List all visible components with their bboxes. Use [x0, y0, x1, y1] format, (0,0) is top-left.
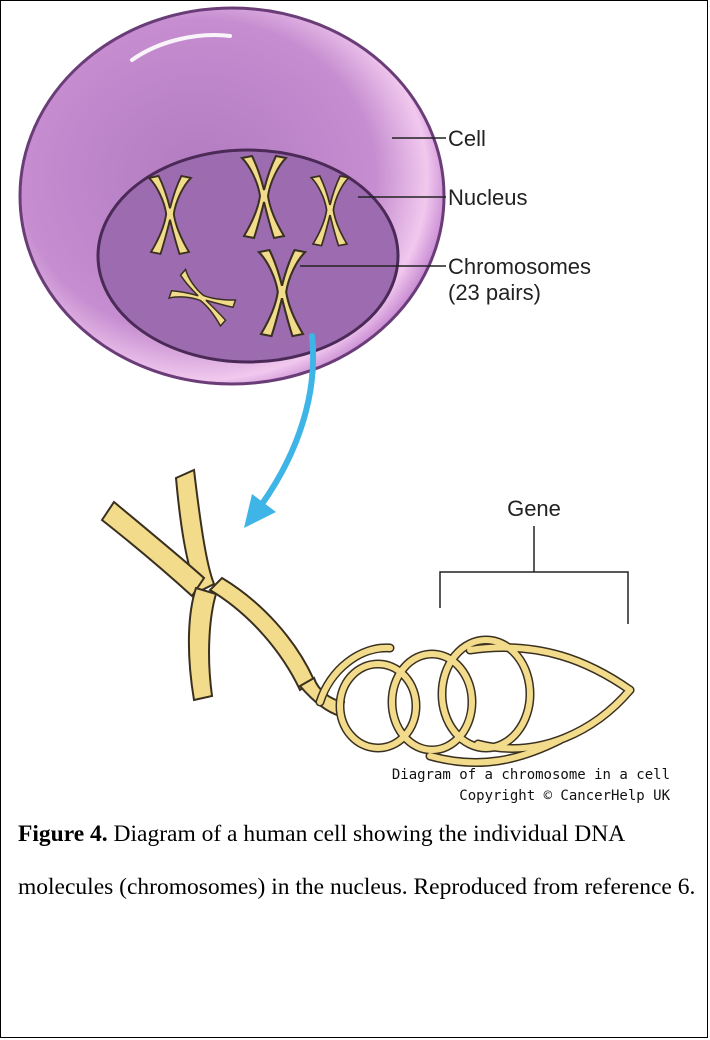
caption-text: Diagram of a human cell showing the indi… — [18, 821, 695, 900]
gene-bracket: Gene — [440, 496, 628, 624]
figure-caption: Figure 4. Diagram of a human cell showin… — [18, 808, 698, 914]
nucleus — [98, 150, 398, 362]
label-nucleus: Nucleus — [448, 185, 527, 210]
credit-line-1: Diagram of a chromosome in a cell — [392, 767, 670, 783]
figure-label: Figure 4. — [18, 821, 108, 847]
label-cell: Cell — [448, 126, 486, 151]
label-chromosome-pairs: (23 pairs) — [448, 280, 541, 305]
label-gene: Gene — [507, 496, 561, 521]
credit-line-2: Copyright © CancerHelp UK — [459, 788, 670, 804]
coiled-dna — [320, 640, 630, 763]
label-chromosomes: Chromosomes — [448, 254, 591, 279]
large-chromosome — [102, 470, 344, 716]
cell-diagram: Cell Nucleus Chromosomes (23 pairs) — [0, 0, 710, 810]
